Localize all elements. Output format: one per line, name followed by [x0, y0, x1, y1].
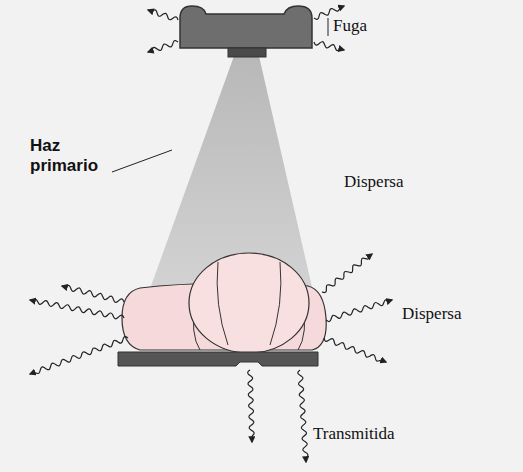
- radiation-arrow: [30, 337, 128, 374]
- radiation-arrow: [148, 10, 178, 20]
- xray-tube: [180, 6, 312, 48]
- radiation-arrow: [62, 285, 124, 302]
- patient-head: [189, 253, 309, 353]
- leader-line: [328, 18, 329, 36]
- radiation-arrow: [324, 338, 386, 362]
- leader-line: [112, 150, 172, 172]
- table: [118, 352, 318, 366]
- scatter-label: Dispersa: [344, 172, 403, 192]
- radiation-arrow: [298, 370, 308, 462]
- tube-window: [228, 48, 266, 57]
- radiation-arrow: [30, 300, 124, 319]
- leakage-label: Fuga: [333, 16, 367, 36]
- radiation-arrow: [148, 41, 178, 52]
- scatter-label: Dispersa: [402, 304, 461, 324]
- radiation-arrow: [314, 42, 344, 51]
- radiation-arrow: [248, 370, 254, 442]
- patient-ear: [217, 262, 228, 345]
- beam-label: Haz primario: [30, 136, 114, 177]
- patient-ear: [270, 262, 281, 345]
- transmitted-label: Transmitida: [313, 424, 395, 444]
- radiation-arrow: [322, 254, 372, 293]
- radiation-arrow: [326, 300, 392, 322]
